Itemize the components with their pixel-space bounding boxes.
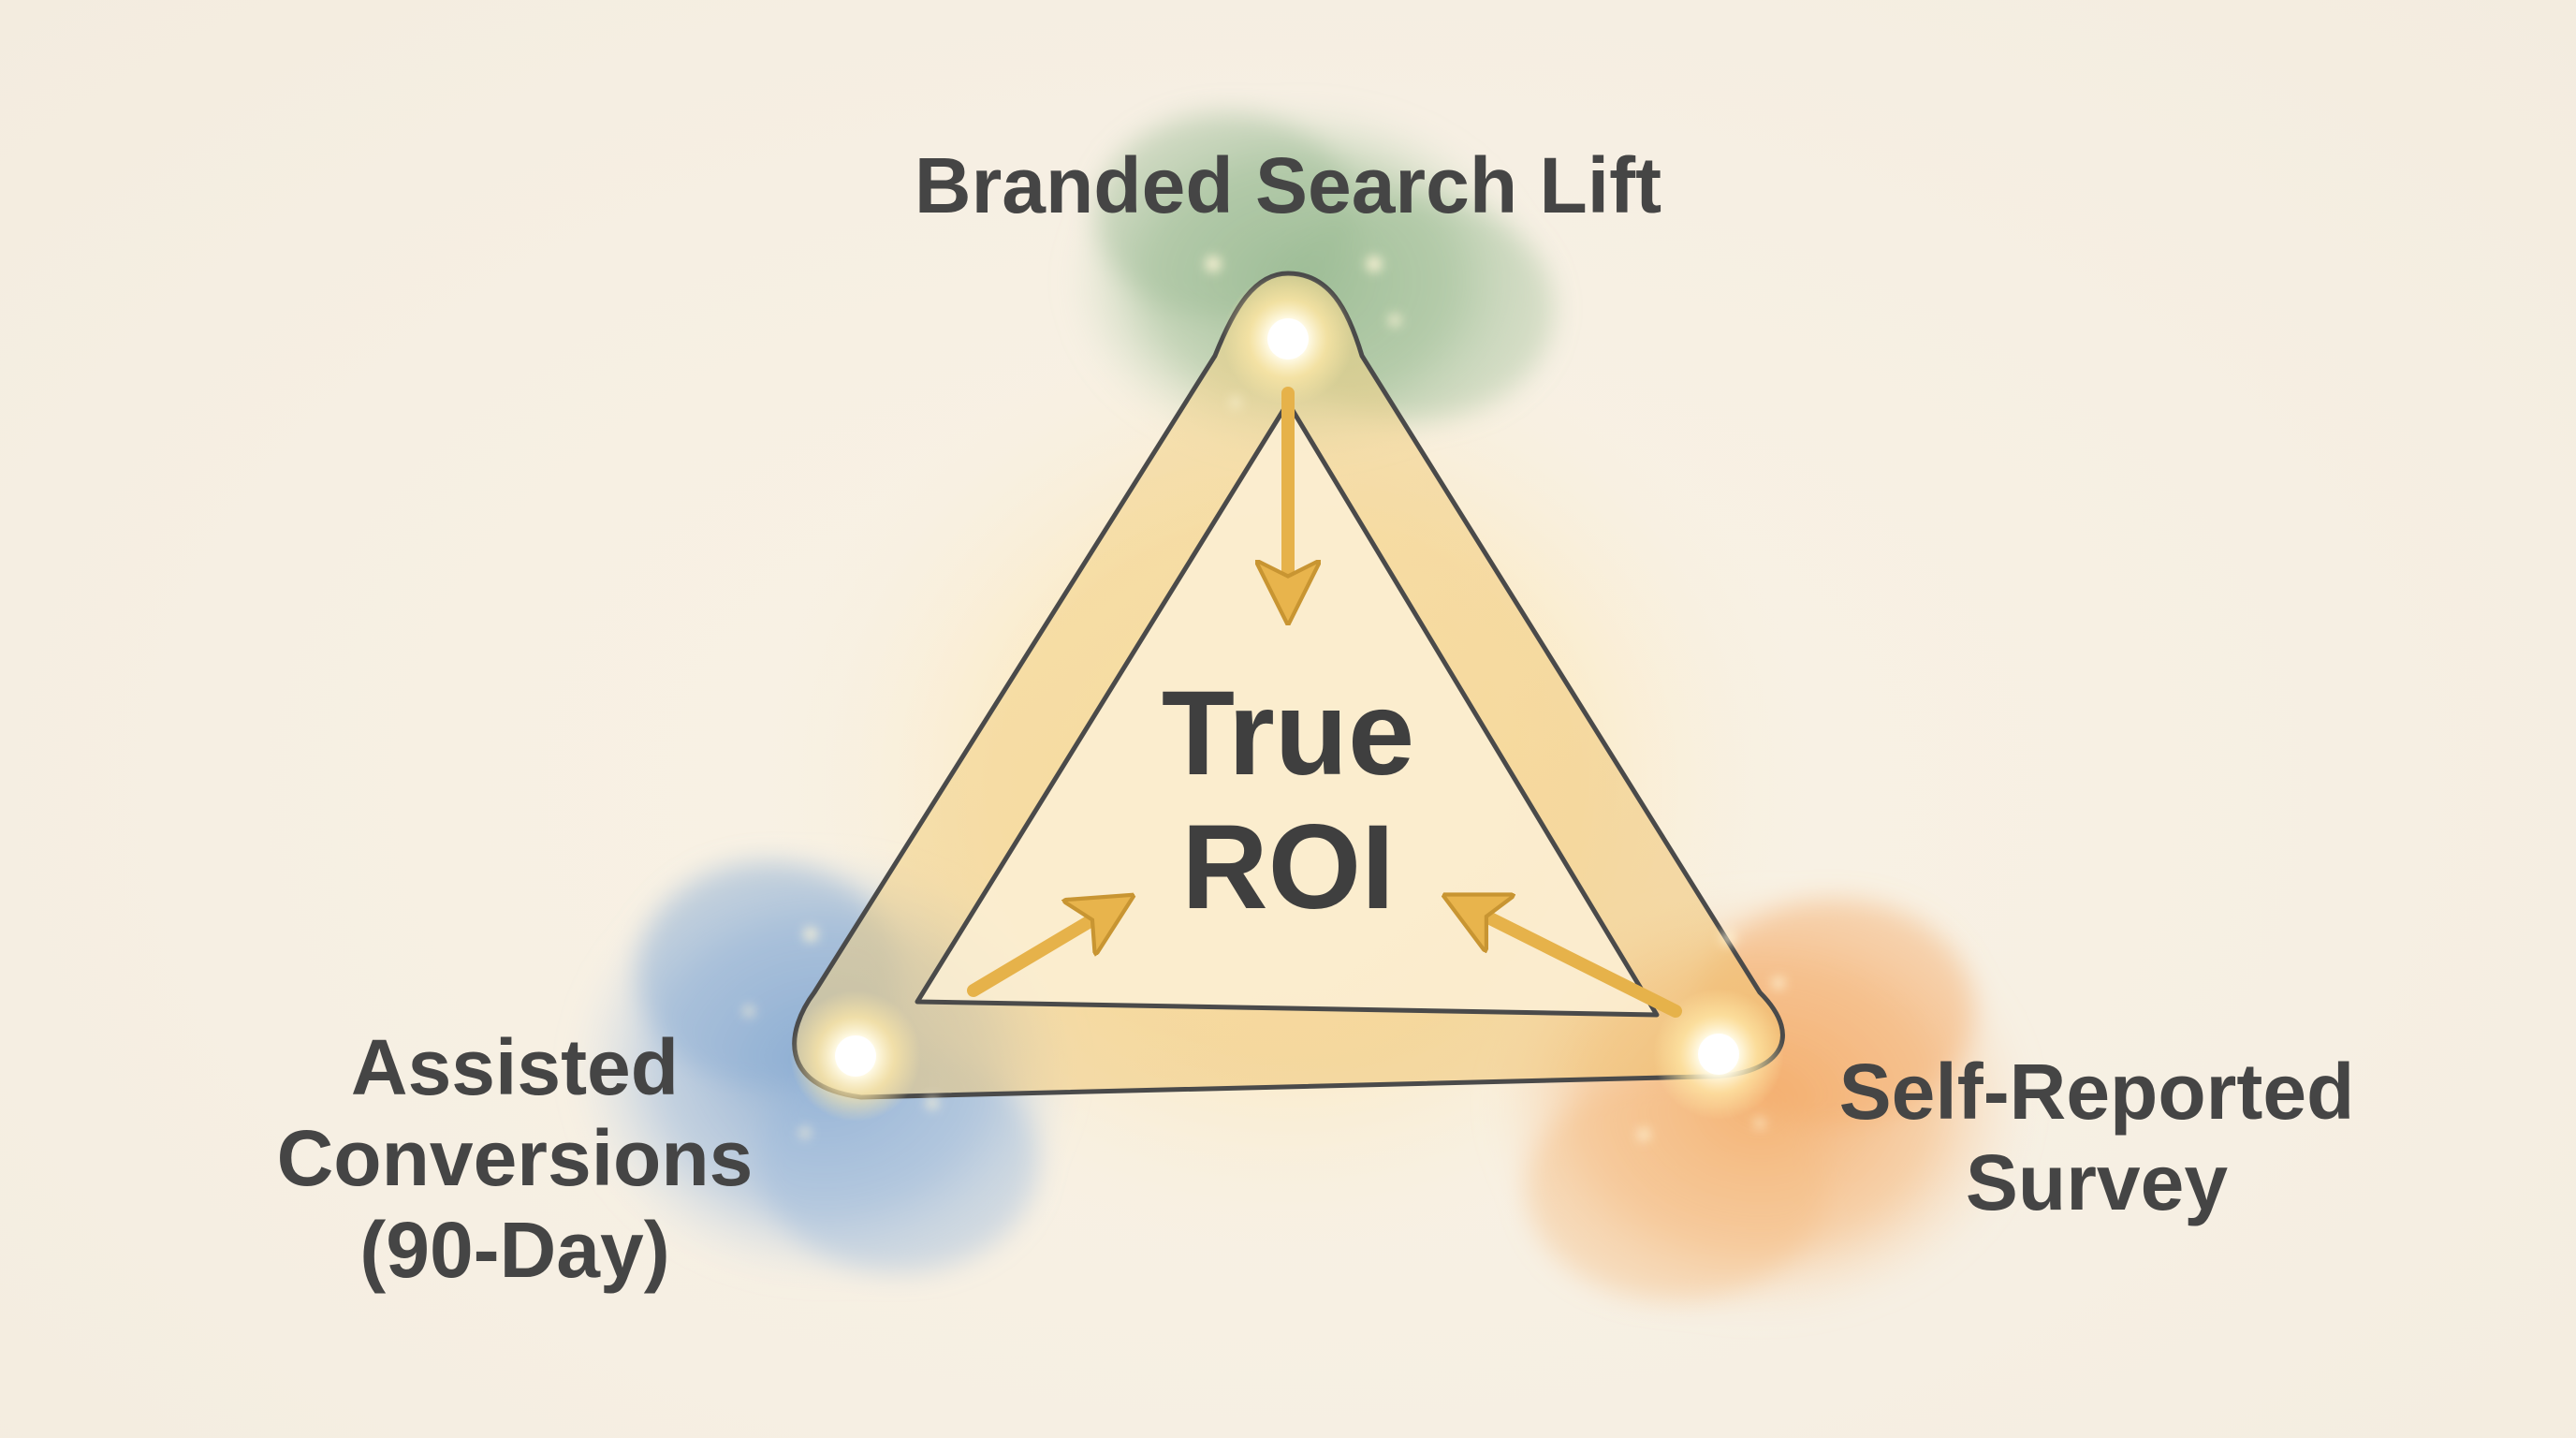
self-reported-survey-line-2: Survey [1778, 1137, 2415, 1228]
assisted-conversions-line-2: Conversions [215, 1113, 814, 1204]
self-reported-survey-label: Self-Reported Survey [1778, 1047, 2415, 1229]
assisted-conversions-label: Assisted Conversions (90-Day) [215, 1022, 814, 1296]
assisted-conversions-line-1: Assisted [215, 1022, 814, 1113]
self-reported-survey-line-1: Self-Reported [1778, 1047, 2415, 1137]
true-roi-line-2: ROI [1101, 800, 1475, 934]
assisted-conversions-line-3: (90-Day) [215, 1205, 814, 1296]
branded-search-lift-label: Branded Search Lift [820, 140, 1756, 231]
true-roi-line-1: True [1101, 667, 1475, 800]
branded-search-lift-text: Branded Search Lift [820, 140, 1756, 231]
top-node-glow [1222, 273, 1354, 404]
true-roi-label: True ROI [1101, 667, 1475, 935]
